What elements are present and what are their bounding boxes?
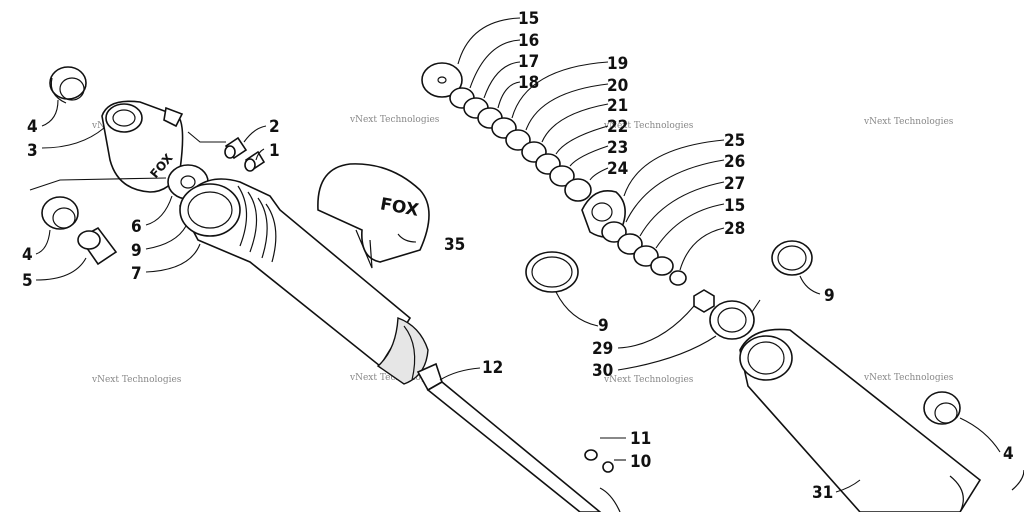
callout-12: 12 [482,358,503,378]
callout-9-left: 9 [131,241,142,261]
part-ring-right [771,240,813,276]
callout-labels: 4 3 2 1 6 4 9 5 7 35 12 15 16 17 18 19 2… [22,9,1014,503]
callout-29: 29 [592,339,613,359]
part-11 [584,449,598,461]
callout-18: 18 [518,73,539,93]
part-shaft [416,362,602,512]
callout-11: 11 [630,429,651,449]
callout-10: 10 [630,452,651,472]
callout-23: 23 [607,138,628,158]
part-washer-stack [421,62,687,286]
callout-28: 28 [724,219,745,239]
watermark: vNext Technologies [863,117,954,127]
callout-4-left: 4 [22,245,33,265]
callout-25: 25 [724,131,745,151]
callout-27: 27 [724,174,745,194]
part-valve-1 [244,150,266,172]
callout-6: 6 [131,217,142,237]
watermark: vNext Technologies [863,373,954,383]
callout-17: 17 [518,52,539,72]
part-10 [602,461,614,473]
callout-22: 22 [607,117,628,137]
part-cover: FOX [317,163,430,269]
part-ring-center [525,251,579,293]
callout-20: 20 [607,76,628,96]
part-bushing-top [49,66,87,104]
watermark: vNext Technologies [603,375,694,385]
callout-15-right: 15 [724,196,745,216]
callout-4-right: 4 [1003,444,1014,464]
leader-lines [29,17,1001,493]
part-shock-body [179,178,429,385]
callout-21: 21 [607,96,628,116]
callout-31: 31 [812,483,833,503]
callout-35: 35 [444,235,465,255]
watermark: vNext Technologies [91,375,182,385]
callout-9-right: 9 [824,286,835,306]
callout-3: 3 [27,141,38,161]
part-bushing-bottom [41,196,79,230]
callout-5: 5 [22,271,33,291]
callout-1: 1 [269,141,280,161]
part-valve-2 [224,136,248,160]
callout-19: 19 [607,54,628,74]
part-piston [709,300,755,340]
part-sleeve [77,226,118,266]
watermark: vNext Technologies [349,115,440,125]
callout-2: 2 [269,117,280,137]
watermark: vNext Technologies [603,121,694,131]
callout-30: 30 [592,361,613,381]
callout-24: 24 [607,159,628,179]
part-nut [693,289,715,313]
callout-16: 16 [518,31,539,51]
callout-26: 26 [724,152,745,172]
callout-15-top: 15 [518,9,539,29]
part-body-31 [739,328,982,512]
callout-7: 7 [131,264,142,284]
callout-9-center: 9 [598,316,609,336]
callout-4-top: 4 [27,117,38,137]
part-bushing-right [923,391,961,425]
